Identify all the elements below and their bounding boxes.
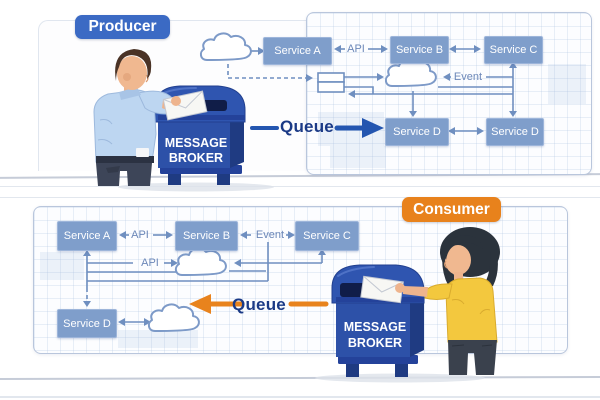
- top-scene-shadow: [118, 182, 274, 192]
- bottom-diagram-connectors: [83, 231, 326, 326]
- consumer-person: [403, 227, 500, 375]
- top-event-label: Event: [453, 71, 483, 83]
- cloud-icon: [174, 247, 227, 276]
- mailbox-top-label-line1: MESSAGE: [165, 136, 228, 150]
- bottom-node-service-d: Service D: [57, 309, 117, 338]
- bottom-node-service-a: Service A: [57, 221, 117, 251]
- top-api-label: API: [347, 43, 365, 55]
- top-node-service-d2: Service D: [486, 118, 544, 146]
- top-node-service-a: Service A: [263, 37, 332, 65]
- queue-arrow-top: [250, 118, 384, 138]
- bottom-event-label: Event: [255, 229, 285, 241]
- consumer-badge: Consumer: [402, 197, 501, 222]
- producer-badge: Producer: [75, 15, 170, 39]
- mailbox-bottom-label-line2: BROKER: [348, 336, 402, 350]
- cloud-icon: [199, 32, 252, 61]
- consumer-hand: [395, 283, 405, 293]
- bottom-edge-line: [0, 396, 600, 398]
- grid-shade-cell: [40, 252, 84, 280]
- grid-shade-cell: [118, 330, 198, 348]
- mid-separator-line: [0, 197, 600, 198]
- top-queue-label: Queue: [280, 117, 334, 136]
- bottom-node-service-b: Service B: [175, 221, 238, 251]
- top-node-service-b: Service B: [390, 36, 449, 64]
- top-floor-line-2: [0, 186, 600, 187]
- bottom-node-service-c: Service C: [295, 221, 359, 251]
- grid-shade-cell: [330, 146, 386, 168]
- bottom-queue-label: Queue: [232, 295, 286, 314]
- queue-arrow-bottom: [189, 294, 329, 314]
- mailbox-top-label-line2: BROKER: [169, 151, 223, 165]
- grid-shade-cell: [548, 64, 586, 104]
- mailbox-bottom-label-line1: MESSAGE: [344, 320, 407, 334]
- top-node-service-c: Service C: [484, 36, 543, 64]
- bottom-api-label-1: API: [131, 229, 149, 241]
- top-node-service-d1: Service D: [385, 118, 449, 146]
- cloud-icon: [147, 303, 200, 332]
- top-diagram-connectors: [227, 45, 517, 135]
- producer-hand: [171, 96, 181, 106]
- bottom-api-label-2: API: [141, 257, 159, 269]
